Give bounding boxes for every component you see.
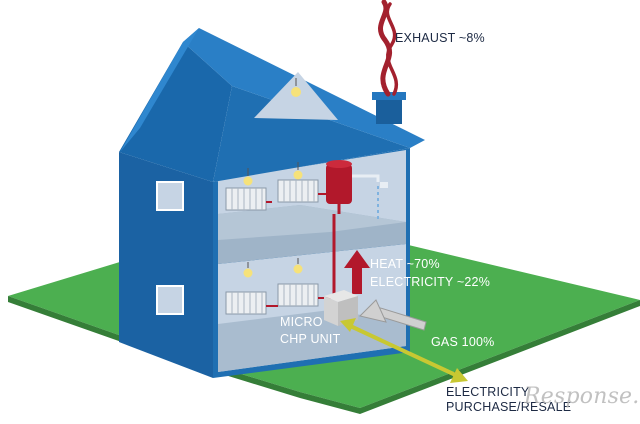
micro-chp-unit-box [324, 290, 358, 326]
electricity-share-label: ELECTRICITY ~22% [370, 275, 491, 289]
watermark: Response. [524, 384, 640, 409]
side-window-upper [156, 181, 184, 211]
roof-side [119, 42, 232, 182]
floor-slab-top [218, 205, 406, 240]
bulb-upper-left [243, 168, 253, 186]
house-side-wall [119, 152, 213, 378]
bulb-upper-right [293, 162, 303, 180]
chimney [376, 98, 402, 124]
heat-arrow [344, 250, 370, 294]
electricity-purchase-label-line1: ELECTRICITY [446, 385, 530, 399]
hot-water-tank [326, 160, 352, 214]
exhaust-swirl [378, 0, 393, 97]
lower-radiator-right [277, 283, 319, 307]
lower-radiator-left [225, 291, 267, 315]
heat-label: HEAT ~70% [370, 257, 440, 271]
bulb-lower-right [293, 258, 303, 274]
side-window-lower [156, 285, 184, 315]
gas-arrow [359, 299, 427, 331]
gas-label: GAS 100% [431, 335, 495, 349]
exhaust-label: EXHAUST ~8% [395, 31, 485, 45]
faucet [352, 174, 388, 222]
chp-unit-label: CHP UNIT [280, 332, 341, 346]
heat-pipe-upper [266, 193, 326, 203]
bulb-lower-left [243, 262, 253, 278]
electricity-purchase-label-line2: PURCHASE/RESALE [446, 400, 572, 414]
upper-radiator-right [277, 179, 319, 203]
bulb-attic [291, 78, 301, 97]
micro-label: MICRO [280, 315, 323, 329]
electricity-arrow [340, 318, 468, 383]
upper-radiator-left [225, 187, 267, 211]
roof-ridge [120, 28, 199, 152]
ground-floor-base [218, 310, 406, 372]
exhaust-swirl-2 [385, 2, 398, 96]
